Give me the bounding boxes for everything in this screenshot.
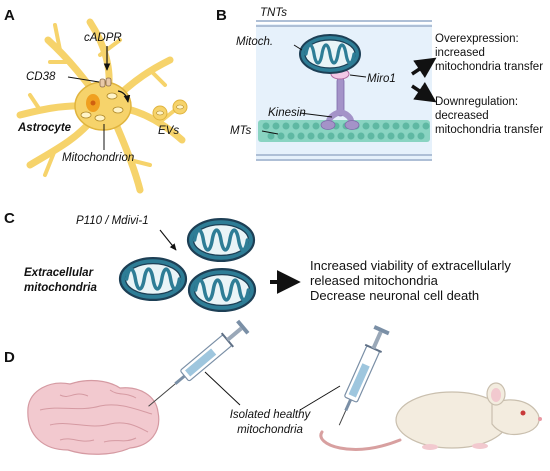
panel-d: D — [4, 319, 542, 455]
tnts-label: TNTs — [260, 7, 287, 19]
extracellular-label-1: Extracellular — [24, 267, 94, 279]
overexpression-arrow — [411, 57, 437, 79]
cadpr-label: cADPR — [84, 32, 122, 44]
mouse-icon — [319, 382, 542, 452]
panel-b-letter: B — [216, 7, 227, 24]
downregulation-line-3: mitochondria transfer — [435, 124, 543, 136]
mitochondrion-icon — [118, 256, 188, 302]
isolated-label-2: mitochondria — [237, 424, 303, 436]
overexpression-line-3: mitochondria transfer — [435, 61, 543, 73]
result-line-3: Decrease neuronal cell death — [310, 288, 479, 303]
panel-c: C P110 / Mdivi-1 Extracellular mitochond… — [4, 210, 511, 313]
mitochondrion-label: Mitochondrion — [62, 152, 134, 164]
mitochondrion-icon — [298, 33, 362, 75]
downregulation-arrow — [411, 81, 437, 103]
panel-a: A — [4, 7, 188, 194]
microtubule-icon — [258, 120, 430, 142]
brain-icon — [27, 379, 160, 455]
mitochondrion-icon — [187, 267, 257, 313]
overexpression-line-1: Overexpression: — [435, 33, 519, 45]
inhibitor-arrow — [159, 229, 177, 251]
evs-label: EVs — [158, 125, 179, 137]
panel-d-letter: D — [4, 349, 15, 366]
result-line-2: released mitochondria — [310, 273, 439, 288]
panel-b: B T — [216, 7, 543, 161]
cd38-receptor-icon — [99, 78, 106, 88]
extracellular-label-2: mitochondria — [24, 282, 97, 294]
inhibitor-label: P110 / Mdivi-1 — [76, 215, 149, 227]
mitoch-label: Mitoch. — [236, 36, 273, 48]
release-arrow — [117, 90, 131, 103]
panel-a-letter: A — [4, 7, 15, 24]
syringe-icon — [338, 325, 390, 426]
astrocyte-label: Astrocyte — [17, 122, 72, 134]
syringe-icon — [148, 319, 250, 407]
kinesin-label: Kinesin — [268, 107, 306, 119]
panel-c-letter: C — [4, 210, 15, 227]
downregulation-line-2: decreased — [435, 110, 489, 122]
cd38-label: CD38 — [26, 71, 56, 83]
miro1-label: Miro1 — [367, 73, 396, 85]
isolated-label-1: Isolated healthy — [230, 409, 312, 421]
mts-label: MTs — [230, 125, 252, 137]
mitochondrion-icon — [186, 217, 256, 263]
result-line-1: Increased viability of extracellularly — [310, 258, 511, 273]
downregulation-line-1: Downregulation: — [435, 96, 518, 108]
overexpression-line-2: increased — [435, 47, 485, 59]
ev-icons — [152, 99, 188, 121]
kinesin-icon — [320, 77, 360, 130]
